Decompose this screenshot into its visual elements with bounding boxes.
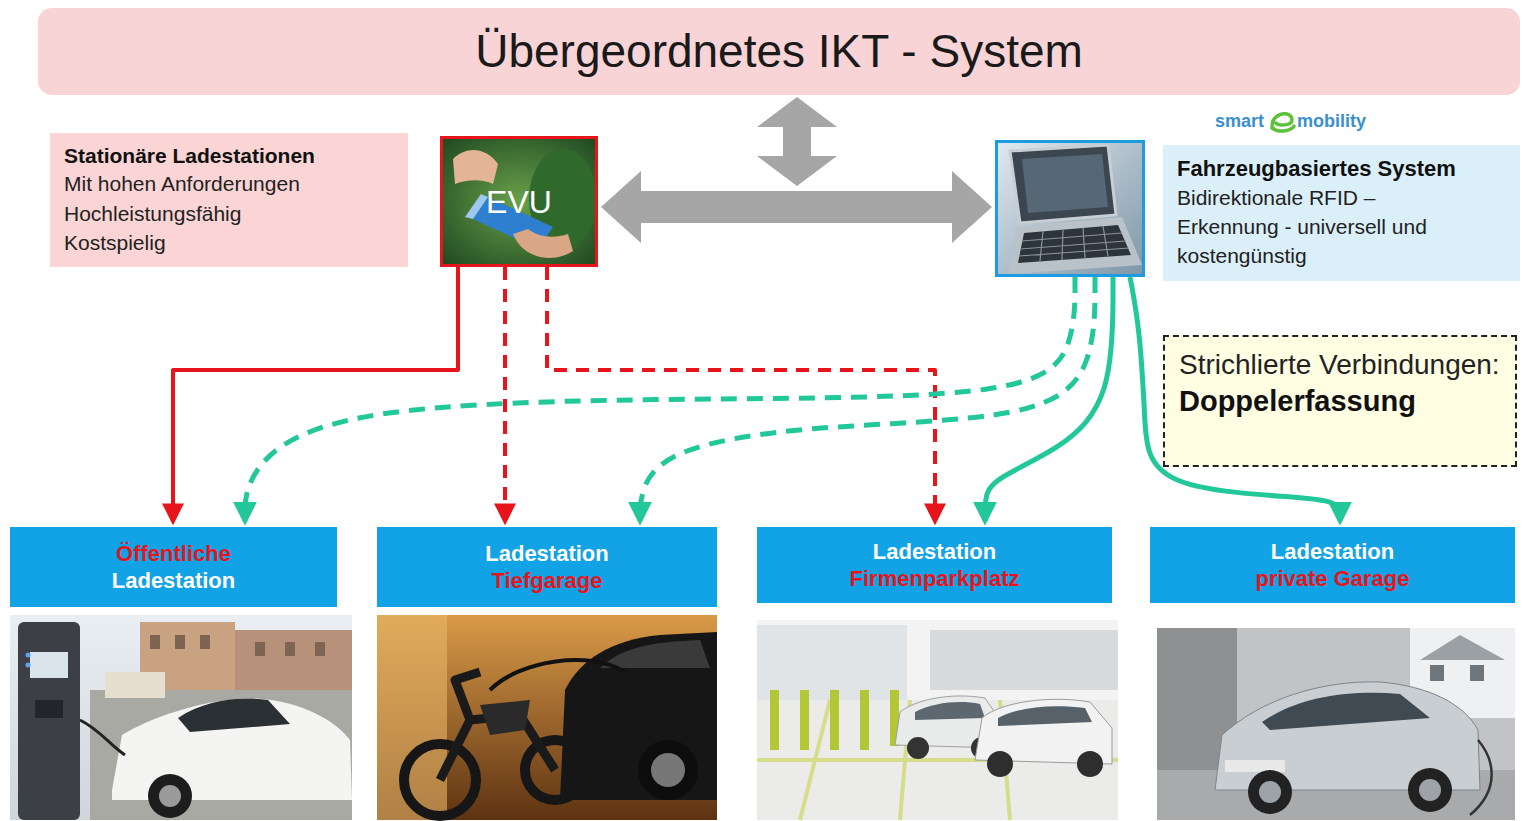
- photo-public-station-part: [90, 690, 352, 820]
- node-text: Ladestation: [485, 540, 608, 568]
- photo-public-station-part: [235, 630, 352, 692]
- node-text: Tiefgarage: [492, 567, 603, 595]
- station-header: ÖffentlicheLadestation: [10, 527, 337, 607]
- photo-public-station-part: [200, 635, 210, 649]
- photo-private-garage-part: [1470, 740, 1492, 815]
- photo-public-station-part: [35, 700, 63, 718]
- connector: [601, 171, 992, 243]
- node-text: Doppelerfassung: [1179, 383, 1416, 421]
- photo-company-parking-part: [757, 620, 1118, 820]
- node-text: Ladestation: [112, 567, 235, 595]
- photo-private-garage-part: [1470, 665, 1484, 681]
- photo-public-station-part: [26, 663, 31, 668]
- photo-private-garage-part: [1420, 635, 1505, 660]
- connector: [640, 277, 1095, 521]
- photo-public-station-part: [80, 720, 125, 755]
- logo-text: mobility: [1297, 111, 1366, 132]
- photo-garage-part: [377, 615, 717, 820]
- photo-company-parking-part: [987, 751, 1013, 777]
- node-text: Fahrzeugbasiertes System: [1177, 155, 1456, 183]
- photo-private-garage-part: [1419, 779, 1441, 801]
- connector: [503, 267, 507, 521]
- photo-garage-part: [638, 740, 698, 800]
- photo-public-station-part: [175, 635, 185, 649]
- photo-garage-part: [480, 700, 530, 735]
- photo-garage-part: [560, 632, 717, 800]
- photo-company-parking-part: [757, 625, 907, 700]
- photo-public-station-part: [148, 774, 192, 818]
- system-band: Übergeordnetes IKT - System: [38, 8, 1520, 95]
- node-text: Mit hohen Anforderungen Hochleistungsfäh…: [64, 169, 344, 257]
- photo-public-station-part: [159, 785, 181, 807]
- photo-company-parking-part: [998, 706, 1092, 726]
- photo-public-station-part: [285, 642, 295, 656]
- photo-garage: [377, 615, 717, 820]
- node-text: Firmenparkplatz: [850, 565, 1020, 593]
- photo-garage-part: [377, 615, 447, 820]
- photo-company-parking: [757, 620, 1118, 820]
- photo-company-parking-part: [800, 690, 809, 750]
- photo-company-parking-part: [907, 737, 929, 759]
- laptop-box: [995, 140, 1145, 277]
- note-box: Strichlierte Verbindungen:Doppelerfassun…: [1163, 335, 1517, 467]
- node-text: Übergeordnetes IKT - System: [475, 23, 1083, 81]
- photo-private-garage-part: [1157, 628, 1515, 820]
- connector: [173, 267, 458, 521]
- photo-public-station-part: [150, 635, 160, 649]
- photo-public-station-part: [178, 699, 290, 732]
- photo-private-garage-part: [1430, 665, 1444, 681]
- station-header: LadestationFirmenparkplatz: [757, 527, 1112, 603]
- station-header: LadestationTiefgarage: [377, 527, 717, 607]
- photo-garage-part: [440, 672, 555, 780]
- info-box: Stationäre LadestationenMit hohen Anford…: [50, 133, 408, 267]
- photo-company-parking-part: [860, 690, 869, 750]
- photo-garage-part: [490, 660, 625, 690]
- connector: [985, 277, 1113, 521]
- photo-public-station: [10, 615, 352, 820]
- photo-company-parking-part: [830, 690, 839, 750]
- node-text: private Garage: [1255, 565, 1409, 593]
- photo-garage-part: [600, 640, 710, 668]
- photo-public-station-part: [30, 652, 68, 678]
- station-header: Ladestationprivate Garage: [1150, 527, 1515, 603]
- node-text: Ladestation: [1271, 538, 1394, 566]
- photo-private-garage-part: [1248, 770, 1292, 814]
- photo-private-garage-part: [1262, 693, 1430, 730]
- logo-symbol-part: [1272, 114, 1294, 131]
- node-text: Ladestation: [873, 538, 996, 566]
- photo-company-parking-part: [1077, 751, 1103, 777]
- node-text: Stationäre Ladestationen: [64, 143, 315, 169]
- node-text: Bidirektionale RFID – Erkennung - univer…: [1177, 183, 1477, 271]
- laptop-picture: [998, 143, 1142, 274]
- photo-public-station-part: [10, 615, 352, 820]
- photo-private-garage-part: [1225, 760, 1285, 772]
- connector: [547, 267, 935, 521]
- photo-public-station-part: [18, 622, 80, 820]
- evu-box: EVU: [440, 136, 598, 267]
- photo-public-station-part: [26, 653, 31, 658]
- photo-private-garage-part: [1259, 781, 1281, 803]
- photo-private-garage-part: [1408, 768, 1452, 812]
- node-text: EVU: [486, 182, 552, 222]
- photo-garage-part: [651, 753, 685, 787]
- connector: [245, 277, 1075, 521]
- photo-public-station-part: [112, 698, 352, 800]
- photo-company-parking-part: [930, 630, 1118, 690]
- photo-public-station-part: [315, 642, 325, 656]
- logo-symbol: [1272, 114, 1294, 131]
- photo-private-garage: [1157, 628, 1515, 820]
- photo-public-station-part: [255, 642, 265, 656]
- photo-company-parking-part: [757, 700, 1118, 820]
- info-box: Fahrzeugbasiertes SystemBidirektionale R…: [1163, 145, 1520, 281]
- node-text: Öffentliche: [116, 540, 231, 568]
- photo-company-parking-part: [770, 690, 779, 750]
- node-text: Strichlierte Verbindungen:: [1179, 347, 1500, 383]
- logo-text: smart: [1215, 111, 1264, 132]
- photo-public-station-part: [105, 672, 165, 698]
- photo-company-parking-part: [757, 700, 1118, 820]
- double-arrow: [757, 97, 837, 186]
- photo-company-parking-part: [915, 702, 985, 720]
